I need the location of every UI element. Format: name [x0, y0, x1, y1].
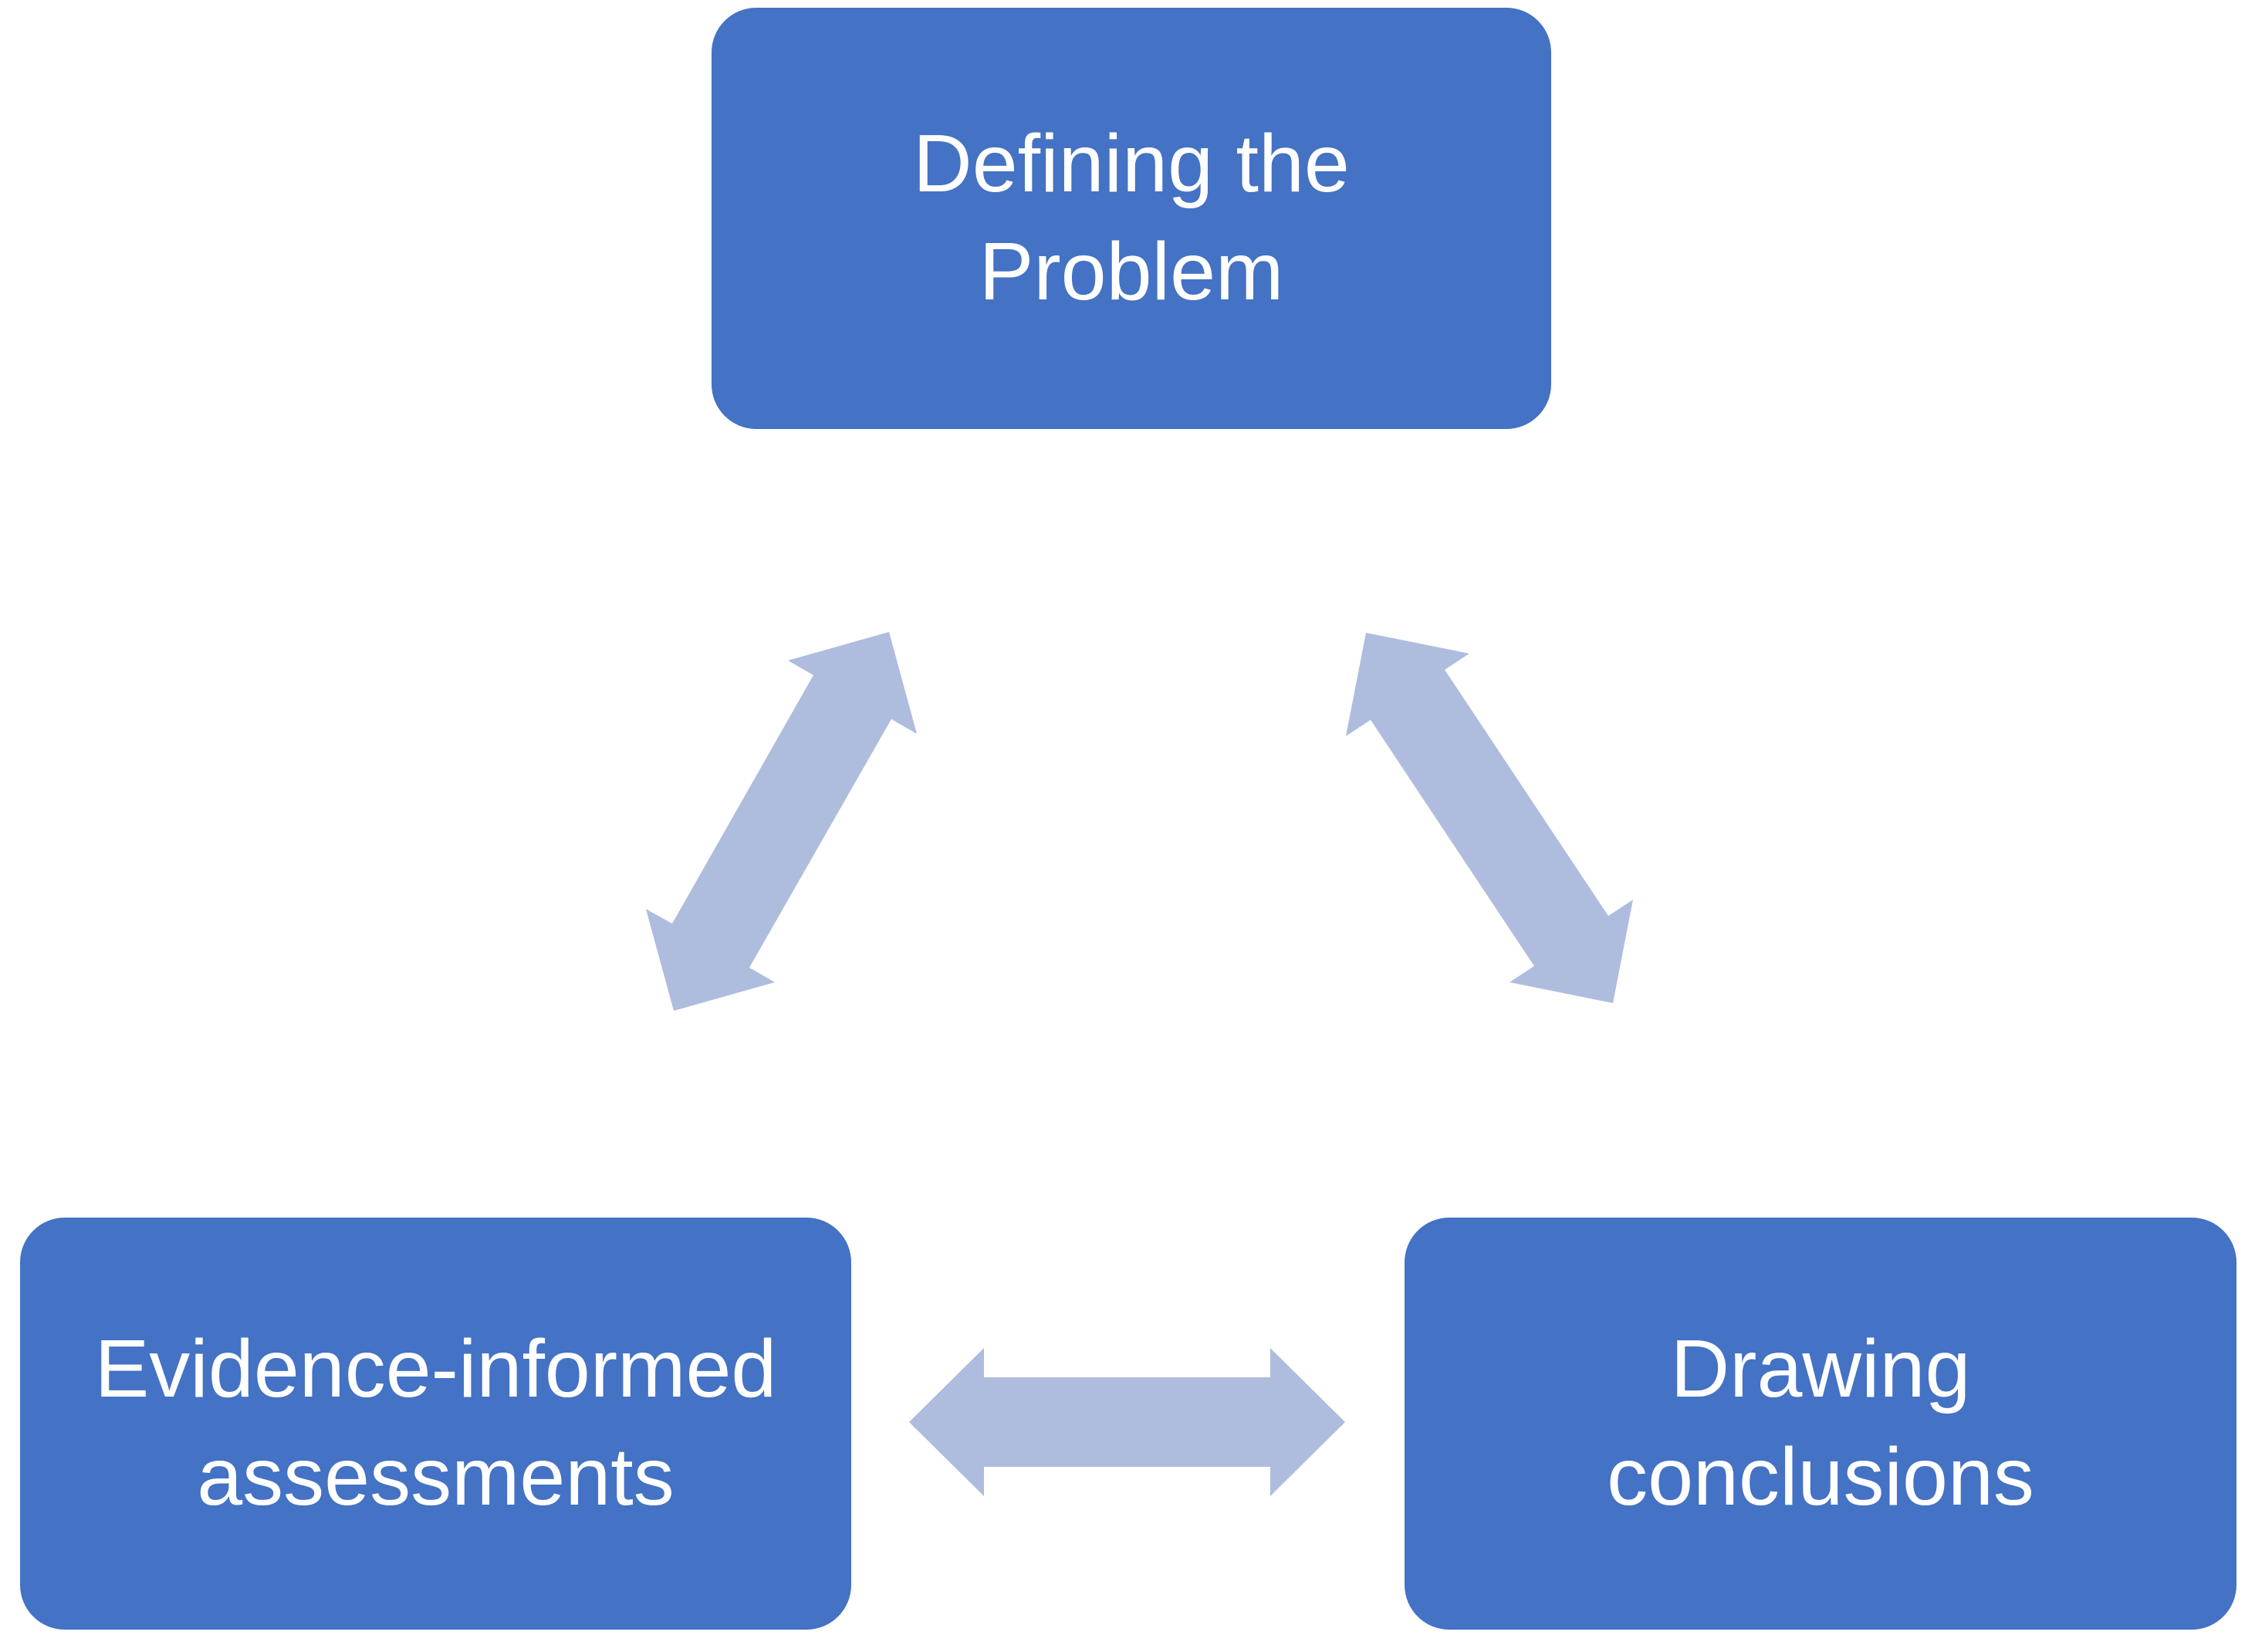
double-arrow-top-right-icon [1346, 633, 1633, 1003]
node-label-line: assessments [197, 1431, 674, 1522]
node-label-line: Evidence-informed [94, 1323, 777, 1415]
double-arrow-bottom-icon [909, 1348, 1345, 1496]
node-defining-the-problem: Defining the Problem [712, 8, 1551, 429]
double-arrow-top-left-icon [646, 632, 917, 1011]
node-label-line: Problem [979, 226, 1284, 317]
node-label-line: Drawing [1670, 1323, 1971, 1415]
node-drawing-conclusions: Drawing conclusions [1405, 1218, 2236, 1630]
node-label: Evidence-informed assessments [95, 1316, 777, 1532]
node-label-line: Defining the [913, 118, 1350, 210]
node-evidence-informed-assessments: Evidence-informed assessments [20, 1218, 851, 1630]
node-label: Defining the Problem [913, 110, 1350, 326]
node-label: Drawing conclusions [1607, 1316, 2034, 1532]
node-label-line: conclusions [1607, 1431, 2034, 1522]
